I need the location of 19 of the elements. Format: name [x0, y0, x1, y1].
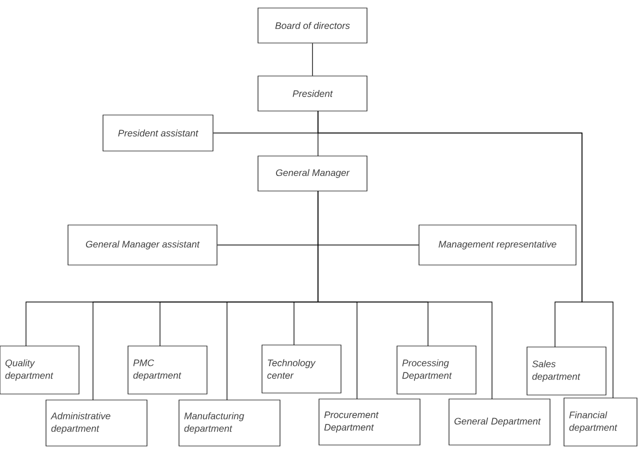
org-box: Procurement Department: [318, 398, 420, 446]
org-box: General Manager: [258, 156, 368, 192]
connector-line: [312, 42, 313, 76]
org-box: Administrative department: [46, 400, 148, 446]
org-box: Management representative: [418, 224, 576, 266]
org-box: Technology center: [262, 344, 342, 394]
org-box: Quality department: [0, 346, 80, 394]
org-box: Sales department: [526, 346, 606, 396]
connector-line: [318, 190, 492, 400]
org-box: President: [258, 76, 368, 112]
org-box: Manufacturing department: [178, 400, 280, 446]
org-box: General Manager assistant: [68, 224, 218, 266]
org-box: Board of directors: [258, 8, 368, 44]
org-box: PMC department: [128, 346, 208, 394]
org-box: Processing Department: [396, 346, 476, 394]
org-box: President assistant: [102, 114, 214, 152]
org-box: Financial department: [564, 398, 638, 446]
connector-line: [318, 110, 614, 398]
org-box: General Department: [448, 398, 550, 446]
